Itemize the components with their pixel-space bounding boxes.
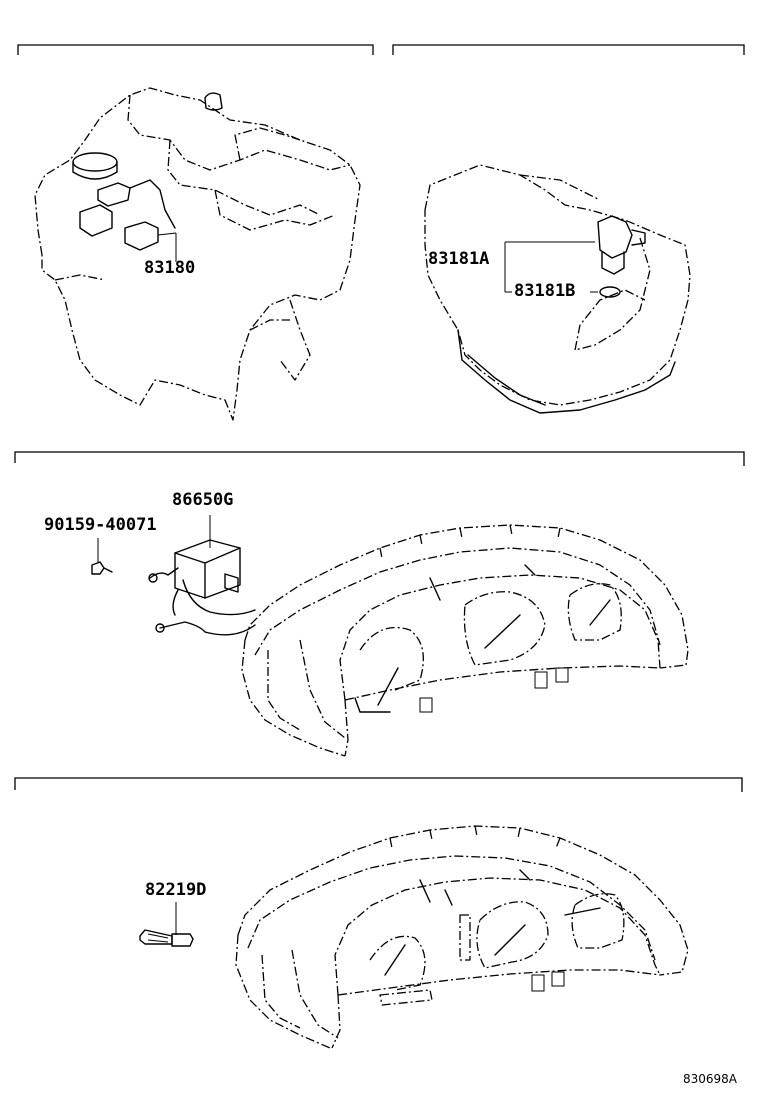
sensor-83181-drawing — [504, 215, 646, 298]
frame-top-left — [17, 44, 374, 55]
frame-top-right — [392, 44, 745, 55]
part-label-83181b: 83181B — [514, 281, 576, 301]
part-label-86650g: 86650G — [172, 490, 234, 510]
section-frames — [14, 44, 745, 792]
sensor-83180-drawing — [79, 179, 177, 262]
transmission-drawing — [424, 164, 691, 414]
frame-bottom — [14, 777, 743, 792]
meter-assembly-drawing-1 — [241, 524, 689, 757]
part-label-82219d: 82219D — [145, 880, 207, 900]
relay-86650g-drawing — [148, 515, 256, 636]
part-label-83181a: 83181A — [428, 249, 490, 269]
engine-block-drawing — [34, 87, 361, 421]
part-label-90159-40071: 90159-40071 — [44, 515, 157, 535]
meter-assembly-drawing-2 — [235, 825, 689, 1049]
bolt-90159-drawing — [91, 538, 113, 575]
bulb-82219d-drawing — [139, 902, 194, 947]
part-label-83180: 83180 — [144, 258, 196, 278]
figure-code: 830698A — [683, 1072, 738, 1086]
frame-middle — [14, 451, 745, 466]
